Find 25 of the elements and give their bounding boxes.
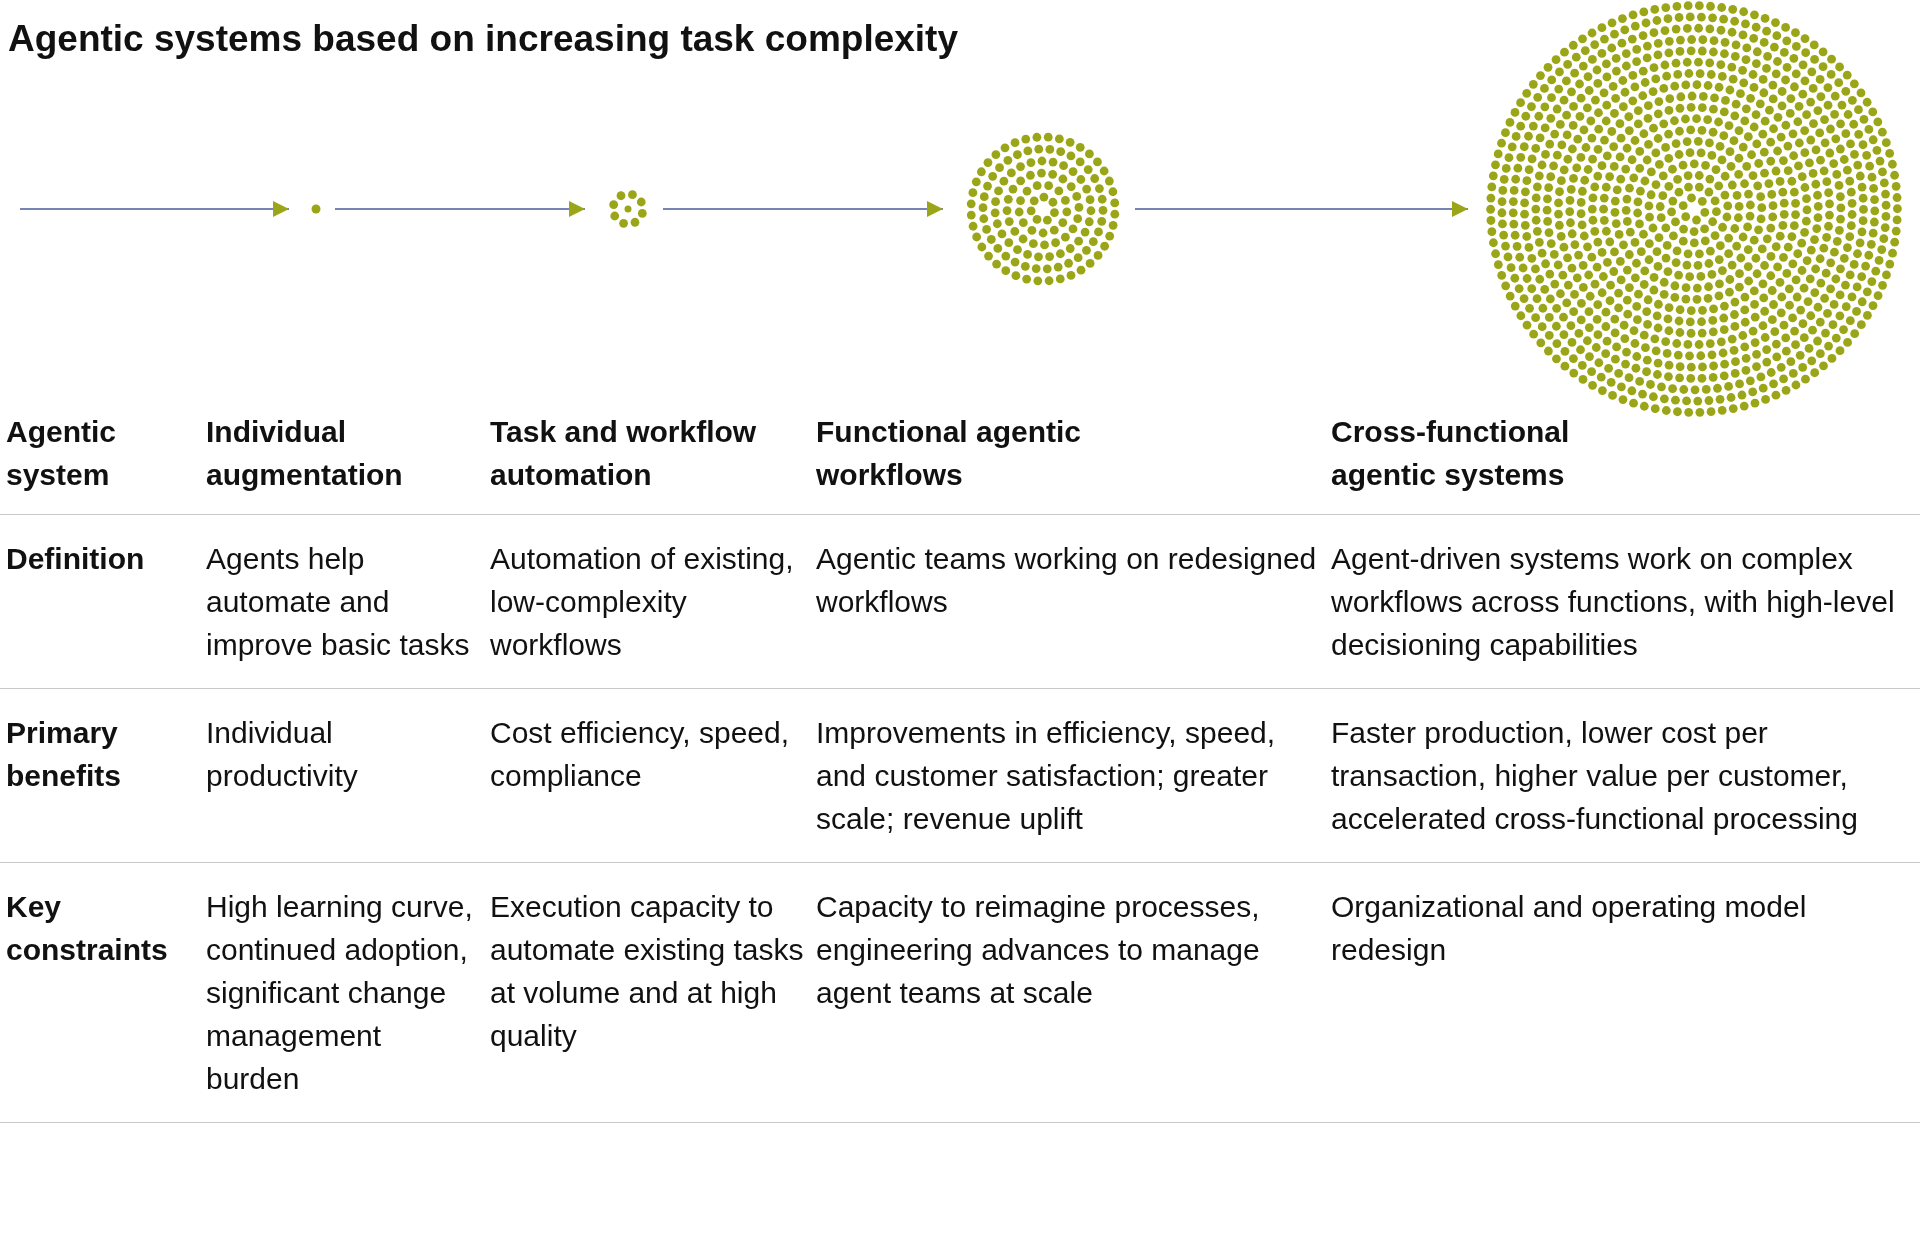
chart-title: Agentic systems based on increasing task complexity xyxy=(8,18,959,60)
column-header: Cross-functional agentic systems xyxy=(1331,414,1571,493)
arrow xyxy=(334,201,586,217)
column-header: Agentic system xyxy=(6,414,117,493)
row-header: Key constraints xyxy=(6,889,169,968)
table-cell-text: Execution capacity to automate existing tasks at volume and at high quality xyxy=(490,889,805,1054)
table-cell-text: Cost efficiency, speed, compliance xyxy=(490,715,791,794)
column-header: Task and workflow automation xyxy=(490,414,758,493)
arrow xyxy=(662,201,944,217)
arrow xyxy=(1134,201,1469,217)
column-header: Functional agentic workflows xyxy=(816,414,1083,493)
arrow xyxy=(19,201,290,217)
table-cell-text: Agents help automate and improve basic tasks xyxy=(206,541,471,663)
table-cell-text: Individual productivity xyxy=(206,715,359,794)
table-cell-text: Organizational and operating model redesign xyxy=(1331,889,1808,968)
table-cell-text: Faster production, lower cost per transaction, higher value per customer, accelerated cross-functional processing xyxy=(1331,715,1859,837)
table-cell-text: High learning curve, continued adoption, significant change management burden xyxy=(206,889,474,1097)
row-header: Primary benefits xyxy=(6,715,123,794)
table-cell-text: Improvements in efficiency, speed, and customer satisfaction; greater scale; revenue uplift xyxy=(816,715,1277,837)
table-cell-text: Automation of existing, low-complexity workflows xyxy=(490,541,795,663)
table-cell-text: Agent-driven systems work on complex workflows across functions, with high-level decisioning capabilities xyxy=(1331,541,1896,663)
row-header: Definition xyxy=(6,541,145,577)
table-cell-text: Capacity to reimagine processes, engineering advances to manage agent teams at scale xyxy=(816,889,1261,1011)
column-header: Individual augmentation xyxy=(206,414,404,493)
table-cell-text: Agentic teams working on redesigned workflows xyxy=(816,541,1318,620)
